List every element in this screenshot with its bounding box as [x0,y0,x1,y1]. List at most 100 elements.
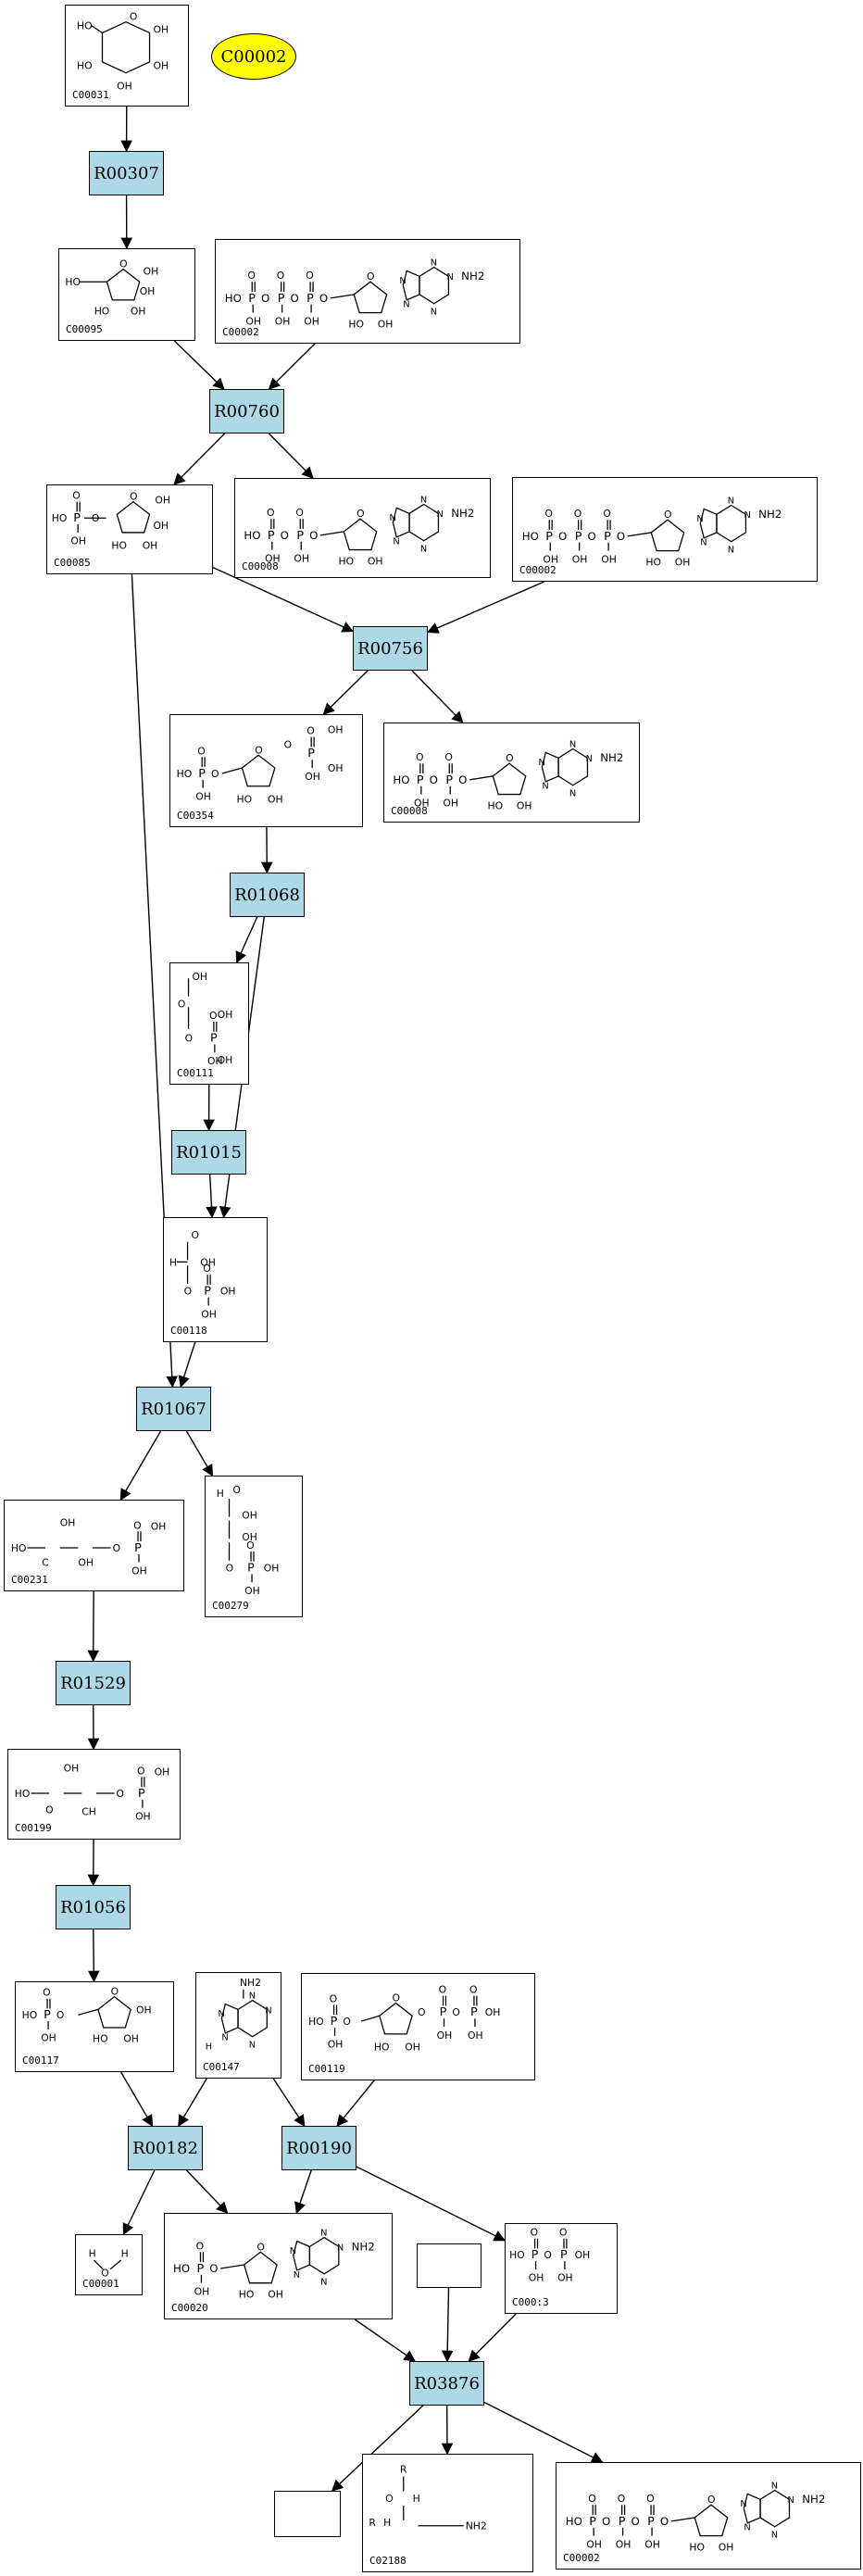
reaction-R00307[interactable]: R00307 [89,151,164,195]
svg-text:O: O [211,768,219,780]
reaction-label: R00760 [214,401,280,421]
reaction-R01067[interactable]: R01067 [136,1387,211,1431]
svg-text:HO: HO [94,306,110,318]
svg-text:N: N [696,514,703,524]
svg-text:P: P [248,292,256,306]
svg-text:N: N [542,782,548,792]
svg-text:O: O [506,752,514,764]
svg-text:O: O [256,2241,265,2253]
svg-text:OH: OH [155,495,170,507]
svg-text:OH: OH [719,2541,734,2553]
svg-text:O: O [72,490,80,502]
svg-text:R: R [400,2464,407,2476]
compound-unlabeled-b[interactable] [274,2491,341,2537]
compound-C00002-ellipse[interactable]: C00002 [211,33,296,80]
svg-text:O: O [43,1987,50,1999]
svg-text:N: N [431,258,437,269]
svg-text:OH: OH [616,2538,632,2550]
svg-text:H: H [217,1488,224,1500]
compound-label: C00117 [22,2055,59,2067]
edge-R03876-to-blank_b [331,2405,424,2492]
svg-text:P: P [589,2515,596,2529]
reaction-R01529[interactable]: R01529 [56,1661,131,1705]
svg-text:N: N [771,2482,778,2492]
reaction-R00190[interactable]: R00190 [281,2126,356,2170]
svg-text:P: P [197,2262,205,2276]
edge-R01015-to-C00118 [206,1174,218,1219]
svg-text:HO: HO [77,60,93,72]
svg-text:N: N [290,2246,296,2256]
svg-text:O: O [130,11,138,23]
reaction-R00760[interactable]: R00760 [209,389,284,434]
svg-text:OH: OH [207,1055,223,1067]
edge-R01067-to-C00231 [119,1430,162,1502]
svg-text:P: P [560,2248,568,2262]
svg-text:HO: HO [177,768,193,780]
svg-text:HO: HO [22,2009,38,2021]
compound-unlabeled-a[interactable] [417,2243,482,2288]
reaction-R01056[interactable]: R01056 [56,1885,131,1929]
compound-label: C00231 [11,1574,48,1586]
reaction-R01015[interactable]: R01015 [171,1130,246,1175]
svg-text:O: O [184,1286,193,1298]
svg-text:O: O [295,507,304,519]
compound-label: C00002 [222,326,259,338]
svg-text:OH: OH [41,2032,56,2044]
reaction-R00756[interactable]: R00756 [353,626,428,671]
compound-label: C00199 [15,1822,52,1834]
reaction-R00182[interactable]: R00182 [128,2126,203,2170]
svg-text:O: O [232,1484,241,1496]
svg-text:O: O [306,725,315,737]
svg-text:HO: HO [509,2249,525,2261]
svg-text:P: P [445,773,453,787]
svg-text:P: P [545,530,553,544]
svg-text:N: N [728,546,734,556]
svg-text:CH: CH [81,1806,96,1818]
svg-text:OH: OH [136,2004,152,2016]
svg-text:N: N [740,2499,746,2509]
reaction-R01068[interactable]: R01068 [230,873,305,917]
svg-text:N: N [569,740,576,750]
svg-text:OH: OH [368,555,383,567]
reaction-label: R01067 [141,1399,206,1419]
svg-text:O: O [356,508,365,520]
svg-text:HO: HO [239,2288,255,2300]
svg-text:O: O [343,2016,351,2028]
svg-text:OH: OH [328,724,344,736]
edge-R00190-to-C00013 [356,2166,507,2242]
reaction-R03876[interactable]: R03876 [409,2361,484,2406]
svg-text:O: O [439,1984,447,1996]
svg-text:OH: OH [557,2272,573,2284]
compound-label: C00002 [519,564,557,576]
svg-text:OH: OH [123,2033,139,2045]
svg-text:O: O [111,1986,119,1998]
svg-text:N: N [771,2531,778,2541]
